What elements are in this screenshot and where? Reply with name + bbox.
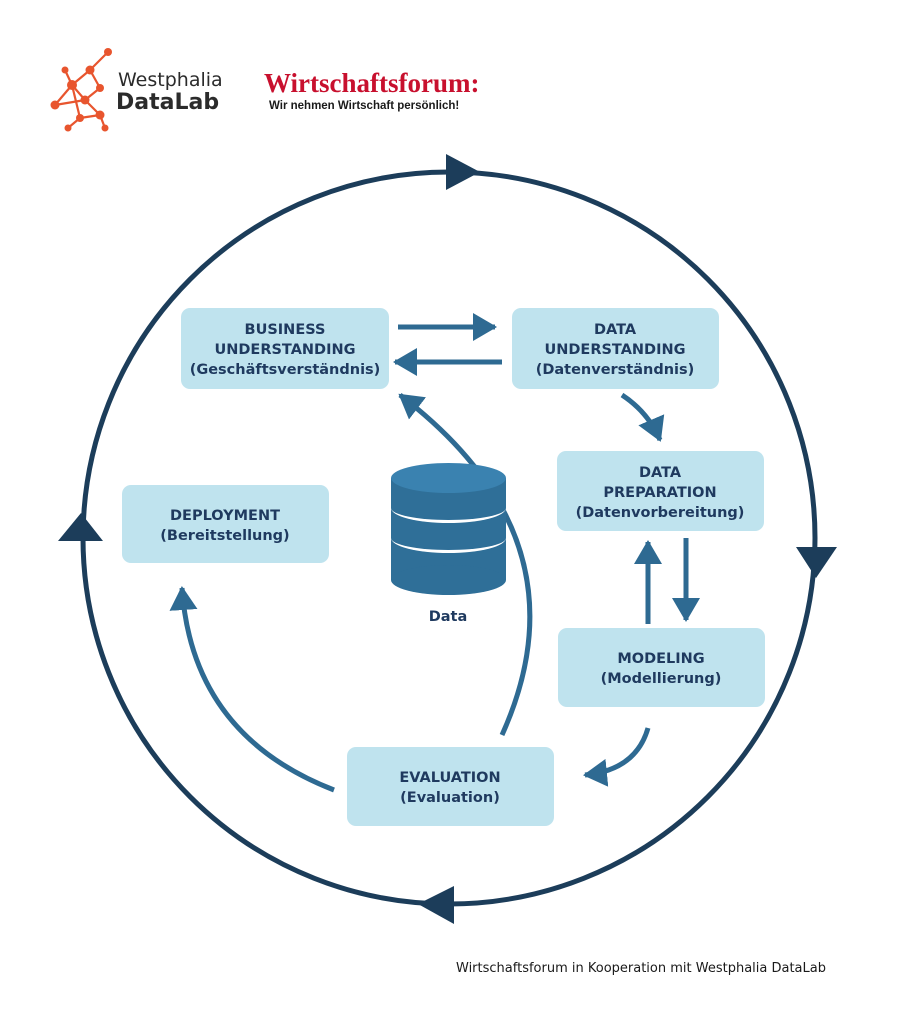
phase-label-line: UNDERSTANDING <box>214 342 355 358</box>
phase-label-line: (Datenverständnis) <box>536 362 695 378</box>
phase-box <box>512 308 719 389</box>
cycle-arrow-top <box>446 154 480 190</box>
phase-data-preparation: DATA PREPARATION (Datenvorbereitung) <box>557 451 764 531</box>
database-icon <box>391 463 506 595</box>
phase-label-line: DATA <box>639 465 682 481</box>
cycle-arrow-right <box>796 547 837 578</box>
wirtschaftsforum-logo-title: Wirtschaftsforum: <box>264 68 479 98</box>
phase-box <box>347 747 554 826</box>
footer-credit: Wirtschaftsforum in Kooperation mit West… <box>456 961 826 976</box>
phase-label-line: MODELING <box>617 651 704 667</box>
phase-box <box>557 451 764 531</box>
arrow-evaluation-to-deployment <box>169 586 335 793</box>
westphalia-datalab-logo: Westphalia DataLab <box>50 48 223 132</box>
phase-business-understanding: BUSINESS UNDERSTANDING (Geschäftsverstän… <box>181 308 389 389</box>
wirtschaftsforum-logo: Wirtschaftsforum: Wir nehmen Wirtschaft … <box>264 68 479 112</box>
phase-label-line: (Bereitstellung) <box>160 528 289 544</box>
phase-label-line: (Modellierung) <box>601 671 722 687</box>
phase-label-line: DEPLOYMENT <box>170 508 280 524</box>
phase-data-understanding: DATA UNDERSTANDING (Datenverständnis) <box>512 308 719 389</box>
arrow-modeling-to-evaluation <box>583 727 651 787</box>
phase-label-line: DATA <box>594 322 637 338</box>
cycle-arrow-bottom <box>418 886 454 924</box>
phase-box <box>181 308 389 389</box>
phase-modeling: MODELING (Modellierung) <box>558 628 765 707</box>
arrow-data-understanding-to-preparation <box>620 392 665 442</box>
phase-label-line: BUSINESS <box>245 322 326 338</box>
phase-box <box>122 485 329 563</box>
phase-evaluation: EVALUATION (Evaluation) <box>347 747 554 826</box>
phase-label-line: UNDERSTANDING <box>544 342 685 358</box>
phase-deployment: DEPLOYMENT (Bereitstellung) <box>122 485 329 563</box>
arrow-evaluation-to-business <box>398 393 533 737</box>
phase-box <box>558 628 765 707</box>
phase-label-line: (Evaluation) <box>400 790 500 806</box>
phase-label-line: (Datenvorbereitung) <box>576 505 745 521</box>
database-label: Data <box>429 609 468 625</box>
wirtschaftsforum-logo-tagline: Wir nehmen Wirtschaft persönlich! <box>269 100 459 112</box>
phase-label-line: (Geschäftsverständnis) <box>190 362 381 378</box>
westphalia-logo-line1: Westphalia <box>118 69 223 91</box>
phase-label-line: PREPARATION <box>603 485 716 501</box>
phase-label-line: EVALUATION <box>399 770 500 786</box>
westphalia-logo-line2: DataLab <box>116 90 219 115</box>
cycle-arrow-left <box>58 513 103 541</box>
